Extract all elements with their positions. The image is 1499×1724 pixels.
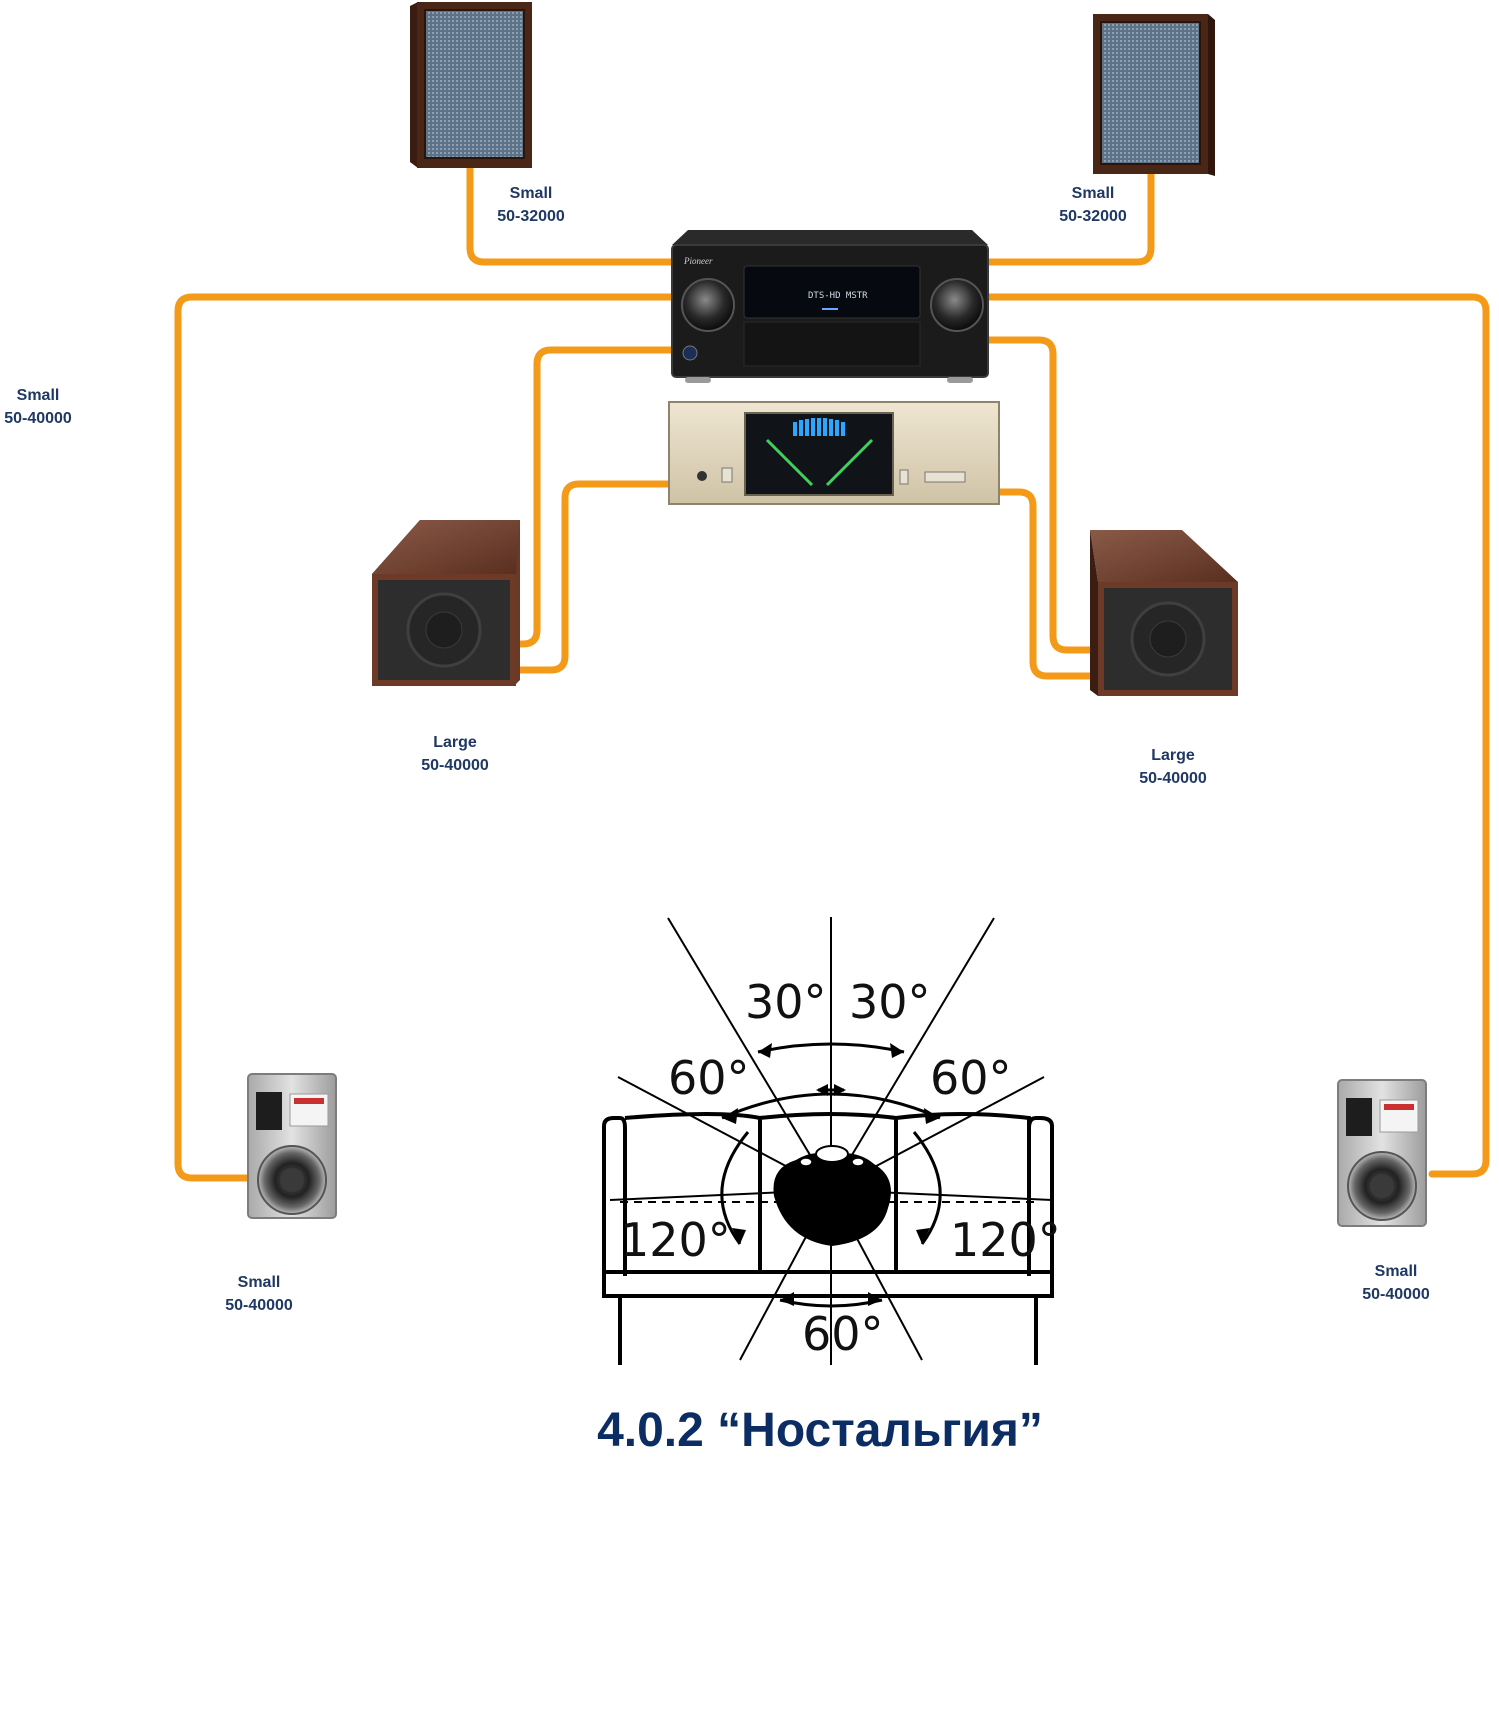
wire-mid-left-b xyxy=(512,480,676,674)
rear-right-label: Small 50-40000 xyxy=(1362,1263,1430,1303)
angle-rear: 60° xyxy=(802,1307,884,1361)
vu-meter-bars xyxy=(793,418,845,436)
mid-right-speaker-image xyxy=(1090,530,1238,696)
wire-mid-left-a xyxy=(512,346,676,648)
listening-angle-diagram xyxy=(602,917,1054,1365)
wire-note-label: Small 50-40000 xyxy=(4,387,72,427)
angle-mid-left: 60° xyxy=(668,1051,750,1105)
front-right-range: 50-32000 xyxy=(1059,208,1127,225)
receiver-display-text: DTS-HD MSTR xyxy=(808,291,868,301)
receiver-brand: Pioneer xyxy=(683,256,713,266)
wire-rear-right xyxy=(984,293,1490,1178)
volume-knob-right xyxy=(930,278,984,332)
listener-head xyxy=(773,1145,891,1246)
angle-side-right: 120° xyxy=(950,1213,1061,1267)
angle-side-left: 120° xyxy=(620,1213,731,1267)
rear-right-speaker-image xyxy=(1337,1079,1427,1227)
sofa-outline xyxy=(602,1112,1054,1365)
front-left-label: Small 50-32000 xyxy=(497,185,565,225)
wire-note-range: 50-40000 xyxy=(4,410,72,427)
volume-knob-left xyxy=(681,278,735,332)
wire-mid-right-a xyxy=(984,336,1094,654)
mid-right-range: 50-40000 xyxy=(1139,770,1207,787)
wire-mid-right-b xyxy=(984,488,1094,680)
rear-right-size: Small xyxy=(1375,1263,1418,1280)
mid-right-size: Large xyxy=(1151,747,1195,764)
rear-left-range: 50-40000 xyxy=(225,1297,293,1314)
wire-rear-left xyxy=(174,293,676,1182)
mid-right-label: Large 50-40000 xyxy=(1139,747,1207,787)
rear-left-size: Small xyxy=(238,1274,281,1291)
angle-mid-right: 60° xyxy=(930,1051,1012,1105)
front-left-size: Small xyxy=(510,185,553,202)
front-right-size: Small xyxy=(1072,185,1115,202)
angle-top-left: 30° xyxy=(745,975,827,1029)
wire-note-size: Small xyxy=(17,387,60,404)
front-right-label: Small 50-32000 xyxy=(1059,185,1127,225)
front-left-speaker-image xyxy=(410,2,532,168)
mid-left-range: 50-40000 xyxy=(421,757,489,774)
angle-top-right: 30° xyxy=(849,975,931,1029)
front-left-range: 50-32000 xyxy=(497,208,565,225)
front-right-speaker-image xyxy=(1093,14,1215,176)
angle-labels: 30° 30° 60° 60° 120° 120° 60° xyxy=(620,975,1061,1361)
wire-front-right xyxy=(984,164,1155,266)
mid-left-size: Large xyxy=(433,734,477,751)
rear-left-label: Small 50-40000 xyxy=(225,1274,293,1314)
speaker-wires xyxy=(174,164,1490,1182)
wire-front-left xyxy=(466,164,676,266)
av-receiver-image: Pioneer DTS-HD MSTR xyxy=(671,230,989,383)
mid-left-speaker-image xyxy=(372,520,520,686)
mid-left-label: Large 50-40000 xyxy=(421,734,489,774)
rear-left-speaker-image xyxy=(247,1073,337,1219)
receiver-display xyxy=(743,265,921,319)
diagram-title: 4.0.2 “Ностальгия” xyxy=(597,1404,1043,1457)
stereo-amplifier-image xyxy=(668,401,1000,505)
arrow-heads xyxy=(722,1043,940,1306)
rear-right-range: 50-40000 xyxy=(1362,1286,1430,1303)
